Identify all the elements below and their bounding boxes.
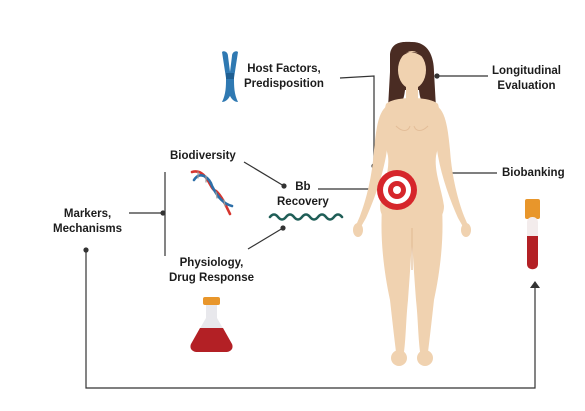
physiology-line2: Drug Response	[169, 272, 254, 284]
arrowhead	[530, 281, 540, 288]
target-icon	[377, 170, 417, 210]
dna-helix-icon	[190, 170, 234, 216]
markers-line2: Mechanisms	[53, 223, 123, 235]
spirochete-icon	[268, 213, 344, 221]
blood-tube-icon	[525, 199, 540, 270]
physiology-drug-response-label: Physiology, Drug Response	[169, 256, 254, 286]
connector-lines	[85, 75, 536, 389]
markers-mechanisms-label: Markers, Mechanisms	[53, 207, 122, 237]
biobanking-label: Biobanking	[502, 166, 565, 181]
flask-icon	[190, 297, 233, 352]
bb-recovery-label: Bb Recovery	[277, 180, 329, 210]
markers-line1: Markers,	[63, 208, 112, 220]
biodiversity-text: Biodiversity	[170, 150, 236, 162]
human-figure	[353, 41, 471, 366]
longitudinal-line2: Evaluation	[497, 80, 556, 92]
recovery-text: Recovery	[277, 196, 329, 208]
bb-text: Bb	[295, 181, 311, 193]
biodiversity-label: Biodiversity	[170, 149, 236, 164]
longitudinal-line1: Longitudinal	[492, 65, 561, 77]
chromosome-icon	[222, 51, 238, 102]
host-factors-line1: Host Factors,	[247, 63, 321, 75]
host-factors-label: Host Factors, Predisposition	[244, 62, 324, 92]
physiology-line1: Physiology,	[179, 257, 244, 269]
longitudinal-evaluation-label: Longitudinal Evaluation	[492, 64, 561, 94]
biobanking-text: Biobanking	[502, 167, 565, 179]
host-factors-line2: Predisposition	[244, 78, 324, 90]
